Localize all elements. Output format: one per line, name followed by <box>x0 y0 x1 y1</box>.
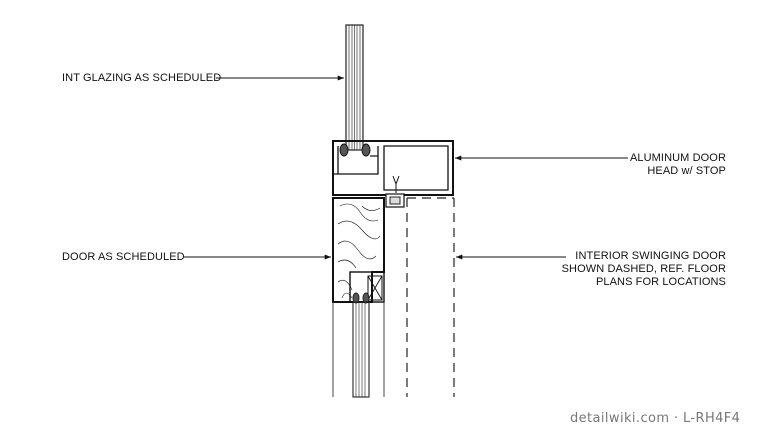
label-aluminum-head: ALUMINUM DOOR HEAD w/ STOP <box>630 152 726 178</box>
watermark: detailwiki.com · L-RH4F4 <box>570 411 741 426</box>
swinging-door-dashed <box>406 197 455 397</box>
label-swinging-door-line3: PLANS FOR LOCATIONS <box>595 276 726 288</box>
glazing-gaskets <box>339 143 371 157</box>
door-stile-lines <box>332 302 385 397</box>
label-swinging-door: INTERIOR SWINGING DOOR SHOWN DASHED, REF… <box>562 250 726 289</box>
label-aluminum-head-line1: ALUMINUM DOOR <box>629 152 726 164</box>
door-stop <box>385 175 405 208</box>
label-swinging-door-line2: SHOWN DASHED, REF. FLOOR <box>561 263 726 275</box>
label-door: DOOR AS SCHEDULED <box>62 251 185 263</box>
door-glazing <box>352 292 370 398</box>
label-aluminum-head-line2: HEAD w/ STOP <box>647 165 726 177</box>
label-int-glazing: INT GLAZING AS SCHEDULED <box>62 72 222 84</box>
upper-glazing <box>345 24 364 151</box>
leaders <box>184 75 628 260</box>
label-swinging-door-line1: INTERIOR SWINGING DOOR <box>575 250 726 262</box>
door-lite-frame <box>349 271 385 303</box>
